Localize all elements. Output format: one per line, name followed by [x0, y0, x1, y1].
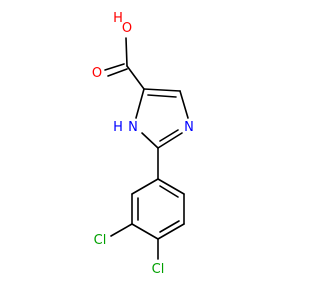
bond-ph-1-2 — [131, 178, 159, 195]
structure-canvas: H O O H N N Cl Cl — [92, 11, 194, 277]
bond-ph-inner-b — [159, 220, 180, 233]
bond-ph-inner-c — [159, 185, 179, 198]
bond-c-oh — [125, 37, 128, 67]
chlorine-4-label: Cl — [152, 262, 165, 277]
bond-c5-n1 — [135, 88, 145, 119]
carbonyl-oxygen-label: O — [92, 66, 102, 81]
nh-hydrogen-label: H — [113, 120, 123, 135]
atom-labels: H O O H N N Cl Cl — [92, 11, 194, 277]
bond-c2-n3 — [157, 132, 183, 149]
nh-nitrogen-label: N — [128, 120, 138, 135]
hydroxyl-oxygen-label: O — [122, 21, 132, 36]
hydroxyl-hydrogen-label: H — [113, 11, 123, 26]
bond-c-o-double-2 — [107, 68, 128, 77]
imine-nitrogen-label: N — [184, 120, 194, 135]
bond-n1-c2 — [141, 132, 159, 149]
chlorine-3-label: Cl — [94, 233, 107, 248]
bond-c2-n3-inner — [159, 129, 179, 142]
bond-c4-n3 — [179, 90, 189, 119]
bond-c5-c4-inner — [147, 94, 177, 98]
bond-ph-4-5 — [157, 223, 185, 240]
molecule-drawing: H O O H N N Cl Cl — [92, 11, 194, 277]
bond-ph-3-4 — [131, 223, 159, 240]
bond-ph-6-1 — [157, 178, 185, 195]
bond-c5-carboxyl — [126, 65, 145, 90]
bonds — [104, 37, 189, 260]
bond-c3-cl — [110, 223, 133, 237]
bond-c-o-double-1 — [104, 63, 125, 71]
bond-c5-c4 — [143, 88, 181, 92]
